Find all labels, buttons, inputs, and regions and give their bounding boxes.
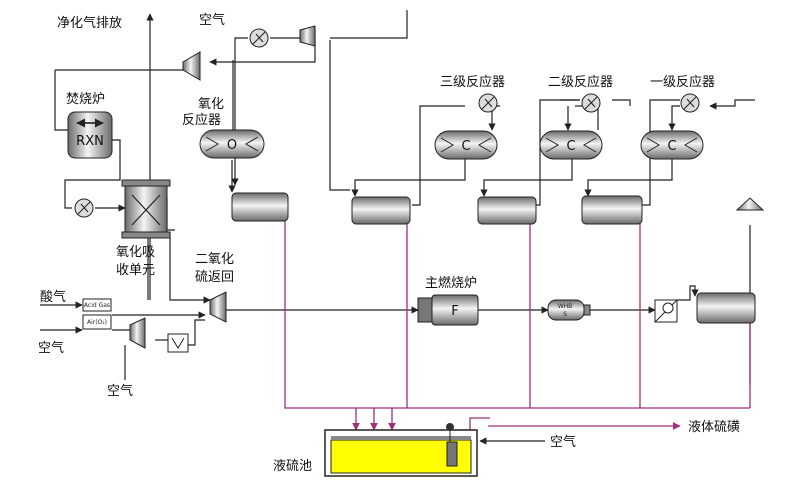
- heat-exchanger-icon: [680, 93, 700, 113]
- heat-exchanger-icon: [478, 93, 498, 113]
- main-burner-label: 主燃烧炉: [425, 275, 477, 291]
- mixer-icons: [129, 25, 765, 349]
- so2-return-label-1: 二氧化: [195, 252, 234, 267]
- mixer-icon: [299, 25, 316, 47]
- mixer-icon: [129, 317, 146, 349]
- air-o2-small-label: Air(O₂): [87, 319, 107, 326]
- clean-gas-label: 净化气排放: [57, 15, 122, 31]
- pit-air-label: 空气: [550, 434, 576, 450]
- condensers: [231, 192, 756, 324]
- waste-heat-boiler: WHB S: [547, 299, 591, 321]
- reactor-1: C: [640, 130, 704, 160]
- mixer-icon: [735, 197, 765, 211]
- acid-gas-small-label: Acid Gas: [84, 302, 110, 309]
- condenser-2: [477, 196, 537, 225]
- heat-exchanger-icon: [74, 198, 94, 218]
- labels: 净化气排放 空气 焚烧炉 氧化 反应器 氧化吸 收单元 二氧化 硫返回 三级反应…: [38, 12, 740, 474]
- condenser-3: [351, 196, 411, 225]
- waste-heat-condenser: [696, 292, 756, 324]
- heat-exchanger-icons: [74, 28, 700, 218]
- incinerator: RXN: [67, 111, 113, 159]
- absorber-label-2: 收单元: [116, 263, 155, 278]
- heat-exchanger-icon: [581, 93, 601, 113]
- mixer-icon: [182, 51, 201, 81]
- incinerator-label: 焚烧炉: [66, 92, 105, 107]
- oxidation-reactor: O: [199, 129, 265, 159]
- air-bottom-label: 空气: [107, 383, 133, 399]
- condenser-1: [581, 195, 643, 225]
- oxidation-reactor-label-1: 氧化: [198, 97, 224, 112]
- reactor-1-tag: C: [667, 139, 676, 154]
- acid-gas-label: 酸气: [40, 289, 66, 305]
- heat-exchanger-icon: [249, 28, 269, 48]
- liquid-sulfur-label: 液体硫磺: [688, 420, 740, 435]
- reactor-3-label: 三级反应器: [440, 74, 505, 90]
- mixer-icon: [209, 291, 227, 323]
- oxidation-reactor-label-2: 反应器: [182, 112, 221, 128]
- so2-return-label-2: 硫返回: [195, 270, 234, 285]
- whb-tag-1: WHB: [558, 303, 573, 310]
- absorber-label-1: 氧化吸: [116, 245, 155, 260]
- reactor-2-tag: C: [566, 139, 575, 154]
- sulfur-pit: [324, 423, 478, 477]
- reactor-3-tag: C: [461, 139, 470, 154]
- rxn-tag: RXN: [76, 134, 104, 149]
- reactor-3: C: [434, 130, 498, 160]
- condenser-oxidation: [231, 192, 289, 222]
- reactor-2: C: [539, 130, 603, 160]
- main-burner: F: [417, 294, 479, 326]
- sulfur-lines: [284, 220, 751, 431]
- burner-tag: F: [451, 304, 458, 319]
- first-condenser-exchanger: [654, 299, 678, 323]
- burner-controls: Acid Gas Air(O₂): [82, 298, 189, 353]
- sulfur-pit-label: 液硫池: [273, 459, 312, 474]
- air-left-label: 空气: [38, 340, 64, 356]
- whb-tag-2: S: [563, 311, 567, 318]
- reactor-1-label: 一级反应器: [650, 74, 715, 90]
- air-top-label: 空气: [199, 12, 225, 28]
- reactor-2-label: 二级反应器: [548, 74, 613, 90]
- oxidation-reactor-tag: O: [227, 138, 237, 153]
- absorber-column: [121, 179, 171, 239]
